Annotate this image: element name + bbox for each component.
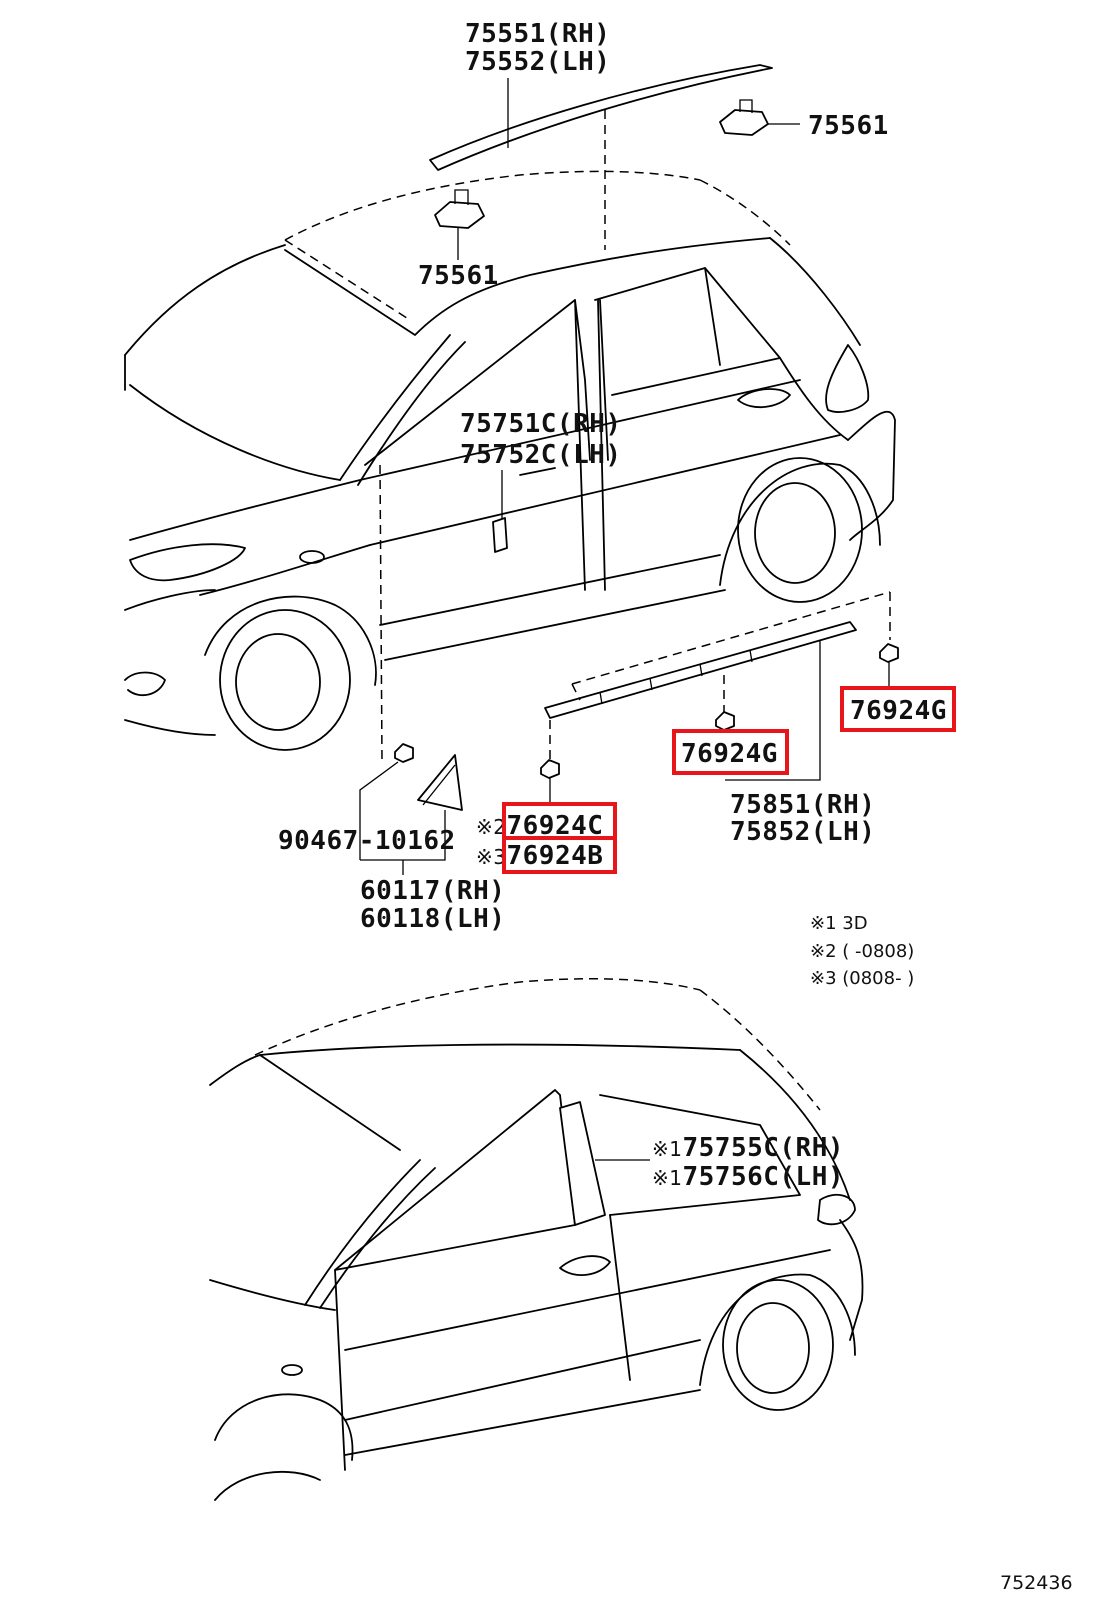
label-75751c-rh: 75751C(RH) xyxy=(460,409,622,439)
clip-nut-mid xyxy=(715,711,735,731)
label-75756c-lh: ※175756C(LH) xyxy=(652,1163,844,1192)
highlight-76924c xyxy=(502,802,617,840)
mark-1b: ※1 xyxy=(652,1166,683,1190)
text-75755c: 75755C(RH) xyxy=(682,1133,845,1163)
label-76924g-mid: 76924G xyxy=(681,739,778,769)
text-76924b: 76924B xyxy=(506,841,604,871)
cover-part xyxy=(359,743,463,875)
label-76924b: ※376924B xyxy=(476,842,603,871)
label-75552-lh: 75552(LH) xyxy=(465,47,611,77)
figure-id: 752436 xyxy=(1000,1572,1073,1594)
label-75851-rh: 75851(RH) xyxy=(730,790,876,820)
label-75561-mid: 75561 xyxy=(418,261,499,291)
clip-nut-front xyxy=(540,759,560,806)
label-75561-top: 75561 xyxy=(808,111,889,141)
upper-vehicle xyxy=(124,170,896,751)
highlight-76924g-mid xyxy=(672,729,789,775)
rocker-molding-part xyxy=(544,591,891,781)
mark-3: ※3 xyxy=(476,845,507,869)
label-60117-rh: 60117(RH) xyxy=(360,876,506,906)
clip-75561-mid xyxy=(434,189,485,260)
highlight-76924b xyxy=(502,836,617,874)
note-2: ※2 ( -0808) xyxy=(810,941,915,962)
roof-molding-part xyxy=(429,64,773,250)
label-75755c-rh: ※175755C(RH) xyxy=(652,1134,844,1163)
highlight-76924g-right xyxy=(840,686,956,732)
label-76924c: ※276924C xyxy=(476,812,603,841)
label-75852-lh: 75852(LH) xyxy=(730,817,876,847)
text-75756c: 75756C(LH) xyxy=(682,1162,845,1192)
clip-nut-right xyxy=(879,643,899,690)
note-3: ※3 (0808- ) xyxy=(810,968,915,989)
text-76924c: 76924C xyxy=(506,811,604,841)
label-90467-10162: 90467-10162 xyxy=(278,826,456,856)
note-1: ※1 3D xyxy=(810,913,868,934)
mark-2: ※2 xyxy=(476,815,507,839)
label-60118-lh: 60118(LH) xyxy=(360,904,506,934)
clip-75561-top xyxy=(719,99,800,136)
lower-vehicle xyxy=(209,978,864,1501)
label-75551-rh: 75551(RH) xyxy=(465,19,611,49)
mark-1a: ※1 xyxy=(652,1137,683,1161)
label-75752c-lh: 75752C(LH) xyxy=(460,440,622,470)
label-76924g-right: 76924G xyxy=(850,696,947,726)
window-molding-leader xyxy=(492,470,508,553)
